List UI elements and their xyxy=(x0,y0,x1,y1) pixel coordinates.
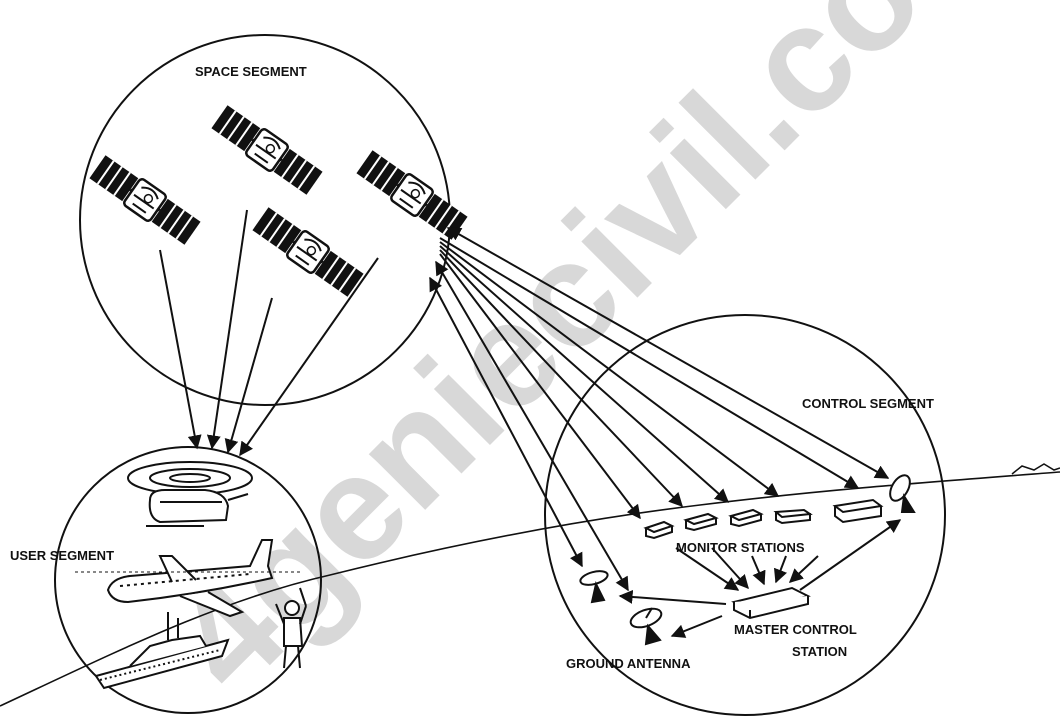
user-segment-label: USER SEGMENT xyxy=(10,548,114,563)
ground-antenna-icon xyxy=(579,570,609,604)
soldier-icon xyxy=(275,587,307,669)
ground-antenna-label: GROUND ANTENNA xyxy=(566,656,691,671)
satellite-icon xyxy=(86,152,204,248)
space-segment-label: SPACE SEGMENT xyxy=(195,64,307,79)
monitor-station-icon xyxy=(643,520,675,540)
monitor-station-icon xyxy=(728,508,764,528)
control-antenna-icon xyxy=(889,474,916,513)
satellite-icon xyxy=(353,147,471,243)
satellite-icon xyxy=(208,102,326,198)
monitor-stations xyxy=(643,498,884,540)
master-control-label-line1: MASTER CONTROL xyxy=(734,622,857,637)
ship-icon xyxy=(94,612,230,690)
monitor-station-icon xyxy=(832,498,884,524)
distant-mountain xyxy=(1011,463,1060,475)
monitor-station-icon xyxy=(773,508,813,525)
master-control-station-icon xyxy=(731,586,811,620)
monitor-to-master-arrows xyxy=(618,519,902,638)
downlink-arrows xyxy=(159,209,379,457)
control-segment-label: CONTROL SEGMENT xyxy=(802,396,934,411)
monitor-station-icon xyxy=(683,512,719,532)
monitor-stations-label: MONITOR STATIONS xyxy=(676,540,805,555)
helicopter-icon xyxy=(127,461,253,527)
satellite-icon xyxy=(249,204,367,300)
watermark: 4geniecivil.com xyxy=(139,0,1048,720)
watermark-text: 4geniecivil.com xyxy=(139,0,1048,720)
ground-antenna-icon xyxy=(629,607,663,646)
master-control-label-line2: STATION xyxy=(792,644,847,659)
airplane-icon xyxy=(106,539,274,618)
control-link-arrows xyxy=(429,227,890,592)
